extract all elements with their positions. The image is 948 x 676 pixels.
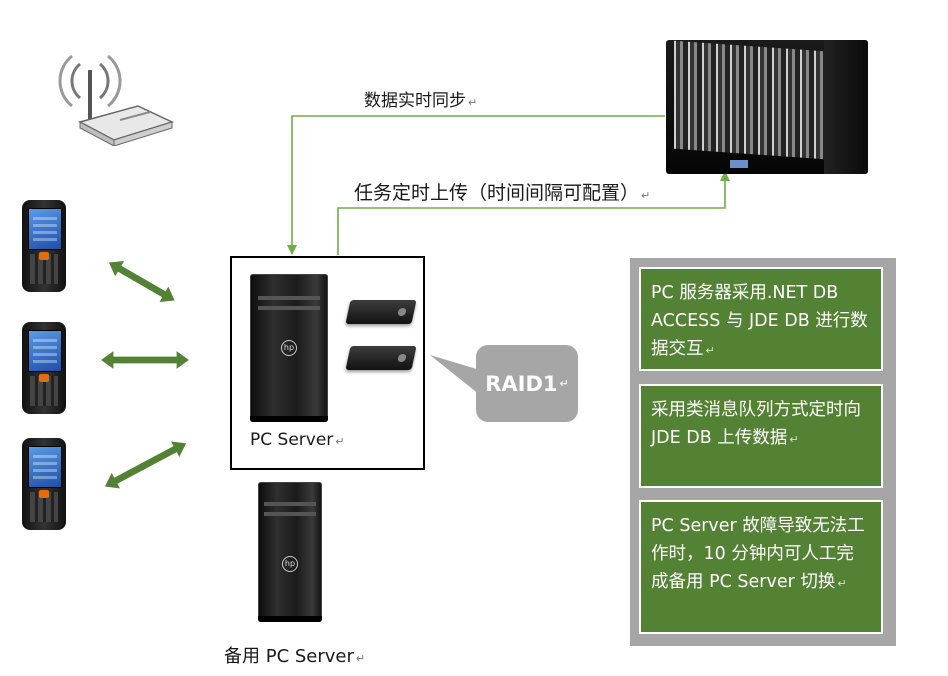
return-mark: ↵ <box>837 577 847 590</box>
return-mark: ↵ <box>705 344 715 357</box>
pc-tower-icon: hp <box>250 274 328 422</box>
blade-server-icon <box>666 40 868 174</box>
sync-label: 数据实时同步↵ <box>364 91 478 111</box>
handheld-link-arrow-1 <box>107 259 177 304</box>
handheld-link-arrow-2 <box>98 348 192 372</box>
handheld-terminal-icon <box>22 322 66 414</box>
backup-pc-tower-icon: hp <box>258 482 322 622</box>
upload-connector <box>337 171 730 255</box>
raid-callout: RAID1↵ <box>476 345 578 422</box>
raid-drive-icon <box>345 346 417 370</box>
handheld-terminal-icon <box>22 438 66 530</box>
note-failover: PC Server 故障导致无法工作时，10 分钟内可人工完成备用 PC Ser… <box>639 500 883 634</box>
return-mark: ↵ <box>789 433 799 446</box>
return-mark: ↵ <box>641 189 651 202</box>
raid-drive-icon <box>345 300 417 324</box>
handheld-link-arrow-3 <box>103 439 188 491</box>
pc-server-box: hp PC Server↵ <box>230 256 425 470</box>
return-mark: ↵ <box>559 377 569 390</box>
raid-callout-tail <box>430 355 480 395</box>
return-mark: ↵ <box>468 96 478 109</box>
notes-panel: PC 服务器采用.NET DB ACCESS 与 JDE DB 进行数据交互↵ … <box>630 258 896 646</box>
note-message-queue: 采用类消息队列方式定时向 JDE DB 上传数据↵ <box>639 384 883 488</box>
handheld-terminal-icon <box>22 200 66 292</box>
wifi-router-icon <box>58 54 174 146</box>
sync-connector <box>287 115 665 255</box>
upload-label: 任务定时上传（时间间隔可配置）↵ <box>354 182 651 204</box>
return-mark: ↵ <box>335 435 345 448</box>
backup-pc-server-label: 备用 PC Server↵ <box>224 646 366 667</box>
pc-server-label: PC Server↵ <box>250 430 345 450</box>
note-net-db-access: PC 服务器采用.NET DB ACCESS 与 JDE DB 进行数据交互↵ <box>639 267 883 371</box>
return-mark: ↵ <box>355 652 366 665</box>
